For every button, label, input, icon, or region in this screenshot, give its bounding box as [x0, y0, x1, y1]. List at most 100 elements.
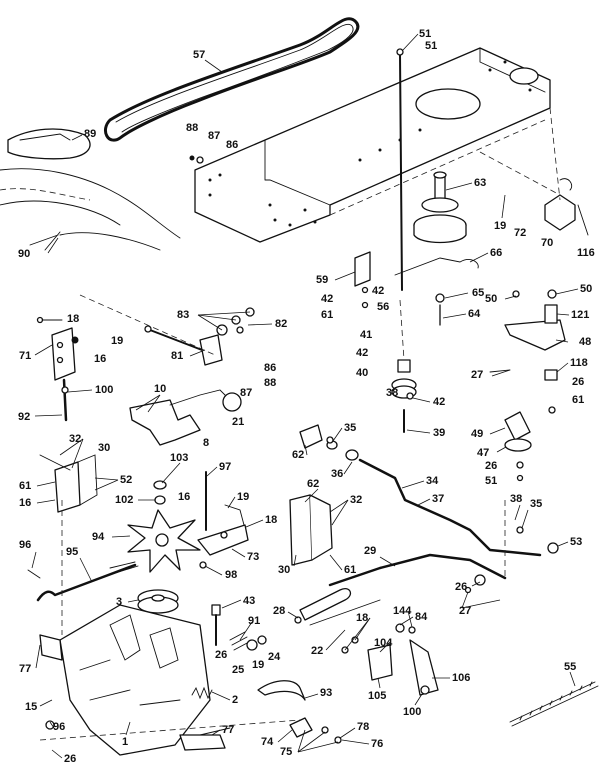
- callout-26: 26: [455, 581, 467, 593]
- callout-35: 35: [530, 498, 542, 510]
- idler-arm[interactable]: [489, 289, 566, 381]
- callout-95: 95: [66, 546, 78, 558]
- callout-65: 65: [472, 287, 484, 299]
- callout-40: 40: [356, 367, 368, 379]
- callout-100: 100: [403, 706, 421, 718]
- front-body: [0, 128, 181, 251]
- callout-70: 70: [541, 237, 553, 249]
- callout-57: 57: [193, 49, 205, 61]
- callout-63: 63: [474, 177, 486, 189]
- brake-linkage[interactable]: [211, 604, 267, 651]
- callout-61: 61: [321, 309, 333, 321]
- callout-29: 29: [364, 545, 376, 557]
- callout-121: 121: [571, 309, 589, 321]
- idler-pulley[interactable]: [504, 411, 532, 452]
- callout-26: 26: [572, 376, 584, 388]
- frame-holes: [208, 60, 532, 227]
- bracket-73[interactable]: [197, 504, 249, 556]
- drive-belt[interactable]: [104, 17, 360, 142]
- callout-16: 16: [19, 497, 31, 509]
- callout-18: 18: [67, 313, 79, 325]
- callout-87: 87: [208, 130, 220, 142]
- callout-90: 90: [18, 248, 30, 260]
- leader-lines: [31, 33, 579, 759]
- callout-94: 94: [92, 531, 105, 543]
- callout-105: 105: [368, 690, 386, 702]
- callout-144: 144: [393, 605, 412, 617]
- callout-86: 86: [264, 362, 276, 374]
- callout-50: 50: [485, 293, 497, 305]
- brake-bracket-104[interactable]: [367, 623, 439, 696]
- callout-37: 37: [432, 493, 444, 505]
- hose-93[interactable]: [257, 680, 306, 701]
- callout-98: 98: [225, 569, 237, 581]
- idler-bracket[interactable]: [354, 251, 479, 287]
- callout-72: 72: [514, 227, 526, 239]
- callout-19: 19: [494, 220, 506, 232]
- callout-41: 41: [360, 329, 372, 341]
- callout-84: 84: [415, 611, 428, 623]
- transaxle[interactable]: [39, 604, 226, 756]
- callout-42: 42: [356, 347, 368, 359]
- callout-96: 96: [19, 539, 31, 551]
- callout-51: 51: [425, 40, 437, 52]
- callout-89: 89: [84, 128, 96, 140]
- callout-30: 30: [98, 442, 110, 454]
- callout-81: 81: [171, 350, 183, 362]
- callout-75: 75: [280, 746, 292, 758]
- callout-51: 51: [485, 475, 497, 487]
- callout-22: 22: [311, 645, 323, 657]
- transmission-pulley[interactable]: [137, 589, 179, 614]
- shift-rod-95[interactable]: [27, 561, 139, 602]
- callout-62: 62: [292, 449, 304, 461]
- bracket-center-30[interactable]: [289, 494, 333, 566]
- callout-27: 27: [471, 369, 483, 381]
- callout-77: 77: [19, 663, 31, 675]
- shift-lever-97[interactable]: [153, 471, 207, 531]
- bracket-71[interactable]: [36, 316, 79, 422]
- callout-87: 87: [240, 387, 252, 399]
- drive-shaft-assembly[interactable]: [396, 48, 467, 291]
- lift-lever[interactable]: [129, 389, 242, 446]
- bracket-left-30[interactable]: [39, 454, 98, 513]
- spring-2[interactable]: [191, 686, 213, 700]
- callout-26: 26: [64, 753, 76, 765]
- callout-76: 76: [371, 738, 383, 750]
- callout-92: 92: [18, 411, 30, 423]
- clutch-bracket-right[interactable]: [544, 178, 589, 236]
- callout-24: 24: [268, 651, 281, 663]
- callout-62: 62: [307, 478, 319, 490]
- callout-86: 86: [226, 139, 238, 151]
- callout-18: 18: [356, 612, 368, 624]
- callout-100: 100: [95, 384, 113, 396]
- callout-10: 10: [154, 383, 166, 395]
- callout-102: 102: [115, 494, 133, 506]
- lift-shaft[interactable]: [144, 307, 255, 366]
- callout-35: 35: [344, 422, 356, 434]
- chassis-frame: [194, 47, 561, 243]
- callout-26: 26: [485, 460, 497, 472]
- callout-47: 47: [477, 447, 489, 459]
- callout-88: 88: [264, 377, 276, 389]
- callout-56: 56: [377, 301, 389, 313]
- callout-61: 61: [344, 564, 356, 576]
- callout-51: 51: [419, 28, 431, 40]
- callout-16: 16: [94, 353, 106, 365]
- callout-38: 38: [510, 493, 522, 505]
- callout-19: 19: [237, 491, 249, 503]
- callout-42: 42: [372, 285, 384, 297]
- callout-30: 30: [278, 564, 290, 576]
- callout-39: 39: [433, 427, 445, 439]
- cooling-fan[interactable]: [127, 509, 201, 573]
- callout-103: 103: [170, 452, 188, 464]
- spacer-stack[interactable]: [391, 359, 417, 433]
- callout-96: 96: [53, 721, 65, 733]
- callout-34: 34: [426, 475, 439, 487]
- spring-55[interactable]: [509, 681, 599, 727]
- brake-rod-29[interactable]: [299, 553, 507, 626]
- clutch-rod[interactable]: [299, 424, 542, 557]
- fasteners: [56, 155, 559, 654]
- callout-48: 48: [579, 336, 591, 348]
- callout-88: 88: [186, 122, 198, 134]
